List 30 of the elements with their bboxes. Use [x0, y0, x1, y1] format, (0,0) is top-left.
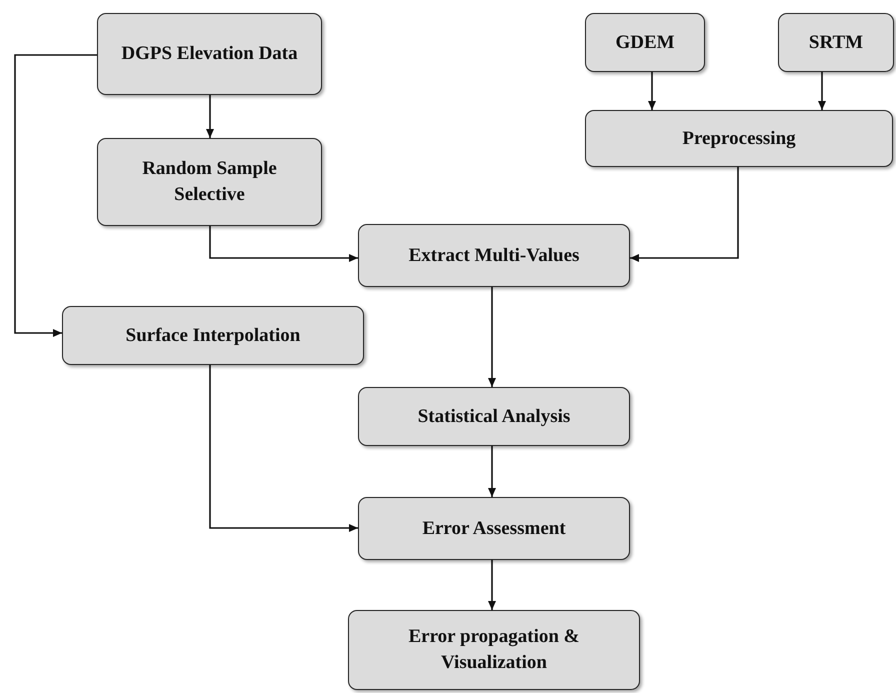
arrow — [14, 54, 97, 337]
process-box — [97, 138, 322, 226]
box-label: DGPS Elevation Data — [121, 42, 298, 66]
arrow — [488, 560, 496, 610]
box-label: Statistical Analysis — [418, 404, 570, 429]
arrow — [630, 167, 739, 262]
process-box — [358, 497, 630, 560]
box-label: Error Assessment — [422, 516, 566, 541]
process-box — [778, 13, 894, 72]
process-box — [358, 224, 630, 287]
arrow — [648, 72, 656, 110]
box-label: Random Sample Selective — [141, 157, 278, 207]
process-box — [358, 387, 630, 446]
box-label: Surface Interpolation — [126, 324, 300, 348]
arrow — [818, 72, 826, 110]
arrow — [488, 287, 496, 387]
arrow — [209, 365, 358, 532]
box-label: Error propagation & Visualization — [407, 625, 580, 675]
arrow — [209, 226, 358, 262]
process-box — [62, 306, 364, 365]
arrow — [488, 446, 496, 497]
box-label: GDEM — [615, 30, 675, 55]
process-box — [348, 610, 640, 690]
process-box — [585, 110, 893, 167]
process-box — [97, 13, 322, 95]
box-label: SRTM — [808, 30, 864, 55]
process-box — [585, 13, 705, 72]
arrow — [206, 95, 214, 138]
box-label: Preprocessing — [682, 126, 796, 151]
box-label: Extract Multi-Values — [408, 244, 580, 268]
